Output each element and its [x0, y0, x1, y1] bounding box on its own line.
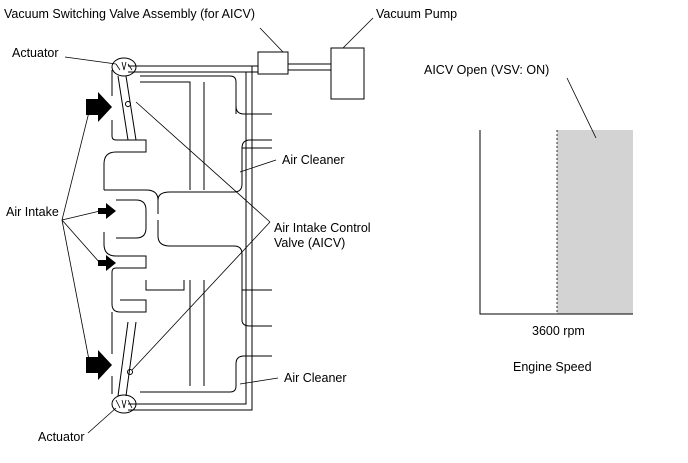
label-aicv-line1: Air Intake Control	[274, 221, 371, 235]
label-engine-speed: Engine Speed	[513, 360, 592, 374]
aicv-open-leader	[566, 77, 597, 139]
graph-axes	[479, 130, 633, 315]
label-air-cleaner-bottom: Air Cleaner	[284, 371, 347, 385]
arrow-small-mid1	[98, 203, 116, 219]
label-vacuum-pump: Vacuum Pump	[376, 7, 457, 21]
leader-lines	[61, 17, 374, 434]
vsv-box	[257, 51, 289, 75]
vacuum-lines	[128, 63, 331, 411]
arrow-large-top	[86, 92, 112, 122]
intake-manifold	[103, 70, 272, 394]
vacuum-pump-box	[330, 47, 365, 100]
label-air-intake: Air Intake	[6, 205, 59, 219]
label-air-cleaner-top: Air Cleaner	[282, 153, 345, 167]
label-rpm: 3600 rpm	[532, 324, 585, 338]
arrow-small-mid2	[98, 255, 116, 271]
actuator-bottom	[111, 321, 137, 414]
actuator-top	[111, 57, 137, 141]
label-vsv-assembly: Vacuum Switching Valve Assembly (for AIC…	[4, 7, 255, 21]
arrow-large-bottom	[86, 350, 112, 380]
label-actuator-bottom: Actuator	[38, 430, 85, 444]
label-aicv-line2: Valve (AICV)	[274, 236, 345, 250]
aicv-open-region	[557, 130, 633, 314]
label-aicv-open: AICV Open (VSV: ON)	[424, 63, 549, 77]
label-actuator-top: Actuator	[12, 46, 59, 60]
aicv-graph: AICV Open (VSV: ON) 3600 rpm Engine Spee…	[424, 63, 633, 374]
air-intake-arrows	[86, 92, 116, 380]
